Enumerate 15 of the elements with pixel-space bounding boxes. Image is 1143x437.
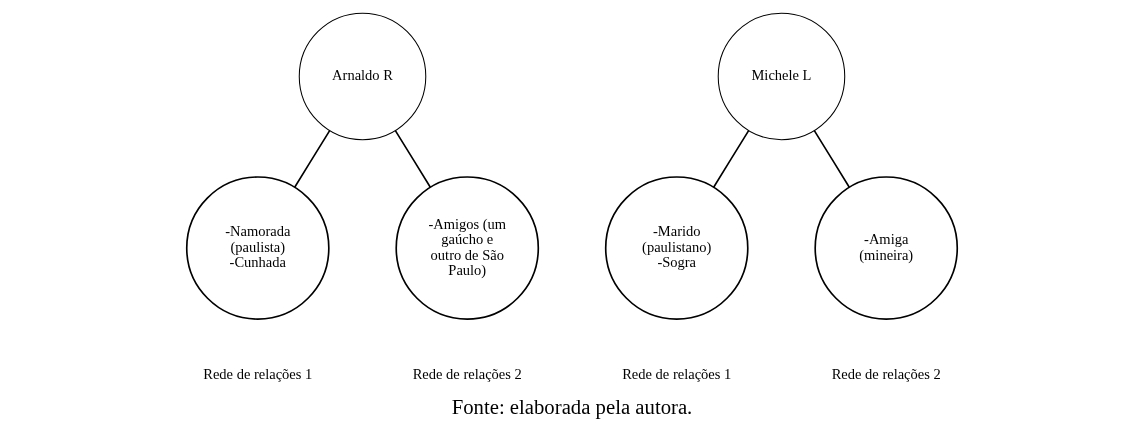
node-circle: -Marido (paulistano) -Sogra bbox=[604, 175, 749, 320]
connector bbox=[712, 129, 749, 188]
connector bbox=[394, 129, 431, 188]
node-circle: -Namorada (paulista) -Cunhada bbox=[185, 175, 330, 320]
node-circle: Michele L bbox=[717, 12, 845, 140]
node-label: Rede de relações 2 bbox=[412, 365, 522, 382]
connector bbox=[293, 129, 330, 188]
connector bbox=[813, 129, 850, 188]
node-label: Rede de relações 1 bbox=[621, 365, 731, 382]
node-label: Rede de relações 1 bbox=[202, 365, 312, 382]
node-circle: -Amigos (um gaúcho e outro de São Paulo) bbox=[394, 175, 539, 320]
node-circle: Arnaldo R bbox=[298, 12, 426, 140]
caption: Fonte: elaborada pela autora. bbox=[451, 395, 692, 418]
node-circle: -Amiga (mineira) bbox=[813, 175, 958, 320]
node-label: Rede de relações 2 bbox=[831, 365, 941, 382]
